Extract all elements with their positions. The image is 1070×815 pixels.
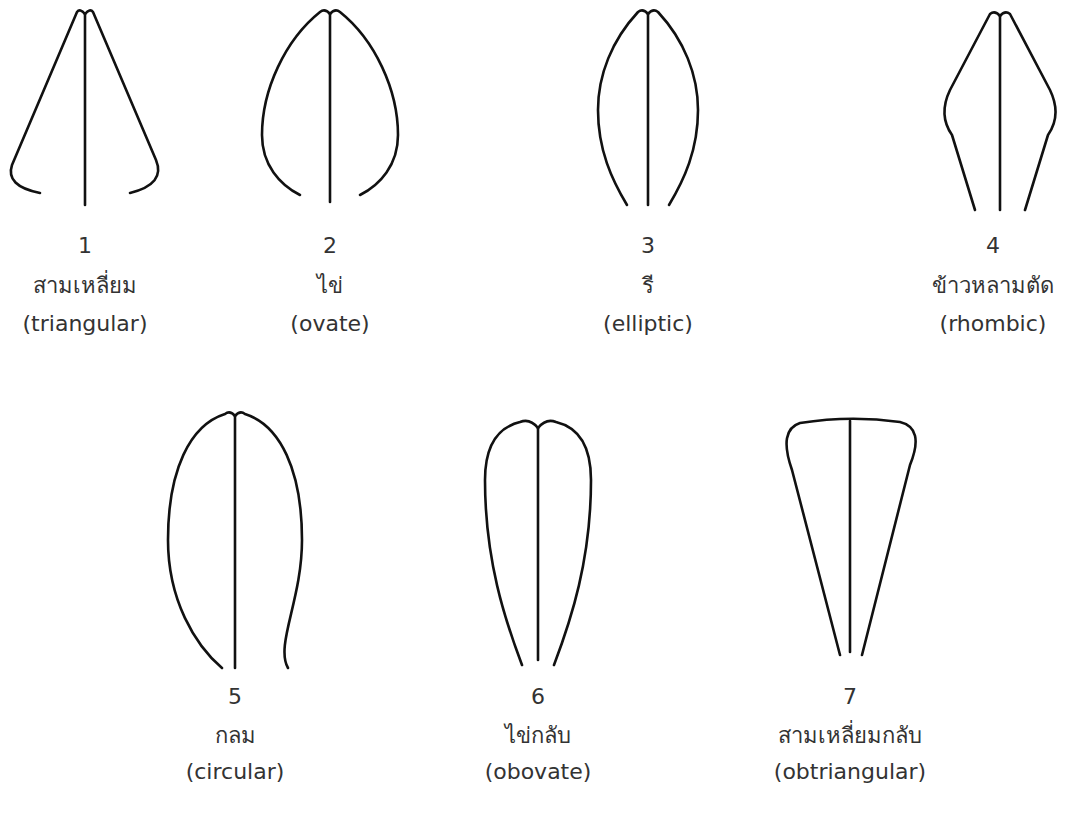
callout-number: 1 bbox=[78, 232, 92, 260]
thai-shape-name: รี bbox=[642, 272, 654, 300]
callout-number: 7 bbox=[843, 683, 857, 711]
elliptic-petal bbox=[598, 10, 698, 205]
english-shape-name: (obovate) bbox=[485, 758, 592, 786]
english-shape-name: (obtriangular) bbox=[774, 758, 926, 786]
obtriangular-petal bbox=[787, 419, 916, 655]
callout-number: 3 bbox=[641, 232, 655, 260]
callout-number: 4 bbox=[986, 232, 1000, 260]
callout-number: 5 bbox=[228, 683, 242, 711]
english-shape-name: (ovate) bbox=[290, 310, 369, 338]
callout-number: 2 bbox=[323, 232, 337, 260]
thai-shape-name: สามเหลี่ยมกลับ bbox=[778, 722, 922, 750]
english-shape-name: (triangular) bbox=[23, 310, 148, 338]
thai-shape-name: ข้าวหลามตัด bbox=[932, 272, 1054, 300]
english-shape-name: (circular) bbox=[186, 758, 285, 786]
triangular-petal bbox=[11, 10, 158, 205]
thai-shape-name: ไข่ bbox=[317, 272, 343, 300]
rhombic-petal bbox=[944, 12, 1055, 210]
callout-number: 6 bbox=[531, 683, 545, 711]
english-shape-name: (elliptic) bbox=[603, 310, 693, 338]
obovate-petal bbox=[485, 421, 591, 665]
thai-shape-name: ไข่กลับ bbox=[505, 722, 571, 750]
english-shape-name: (rhombic) bbox=[940, 310, 1047, 338]
thai-shape-name: สามเหลี่ยม bbox=[33, 272, 137, 300]
thai-shape-name: กลม bbox=[215, 722, 256, 750]
circular-petal bbox=[168, 412, 302, 668]
ovate-petal bbox=[262, 10, 398, 202]
